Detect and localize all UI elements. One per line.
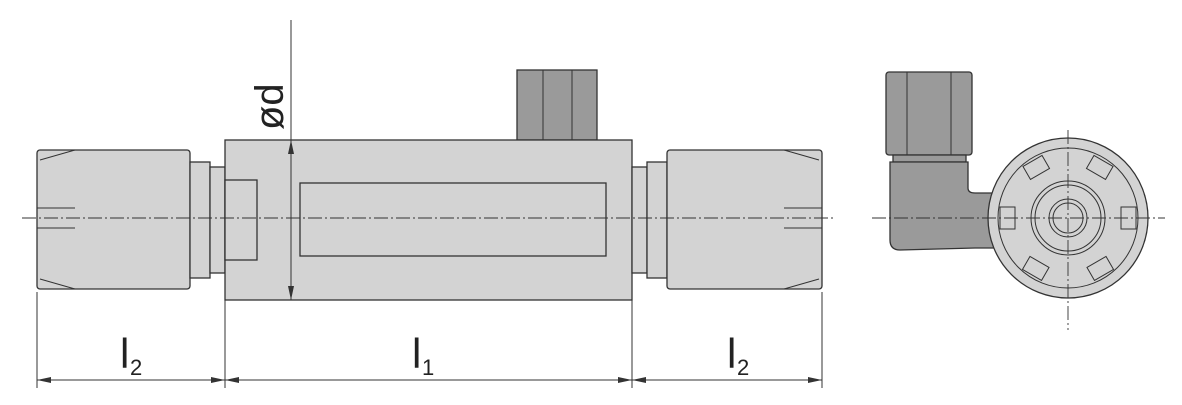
svg-text:l: l xyxy=(727,330,736,377)
left-thread xyxy=(189,161,211,279)
svg-text:2: 2 xyxy=(737,355,749,380)
left-collet-nut xyxy=(36,149,191,290)
l2-left-label: l 2 xyxy=(120,330,142,380)
end-view xyxy=(872,71,1165,330)
dimensions xyxy=(36,20,823,388)
svg-text:1: 1 xyxy=(422,355,434,380)
diameter-label: ød xyxy=(248,83,292,130)
svg-text:l: l xyxy=(120,330,129,377)
hex-fitting-end xyxy=(885,71,973,156)
right-collet-nut xyxy=(666,149,823,290)
right-thread xyxy=(646,161,668,279)
l1-label: l 1 xyxy=(412,330,434,380)
l2-right-label: l 2 xyxy=(727,330,749,380)
body-window xyxy=(299,182,607,257)
side-view xyxy=(22,69,836,301)
svg-text:2: 2 xyxy=(130,355,142,380)
hex-fitting-top xyxy=(516,69,598,141)
svg-text:l: l xyxy=(412,330,421,377)
elbow-fitting xyxy=(889,161,999,251)
